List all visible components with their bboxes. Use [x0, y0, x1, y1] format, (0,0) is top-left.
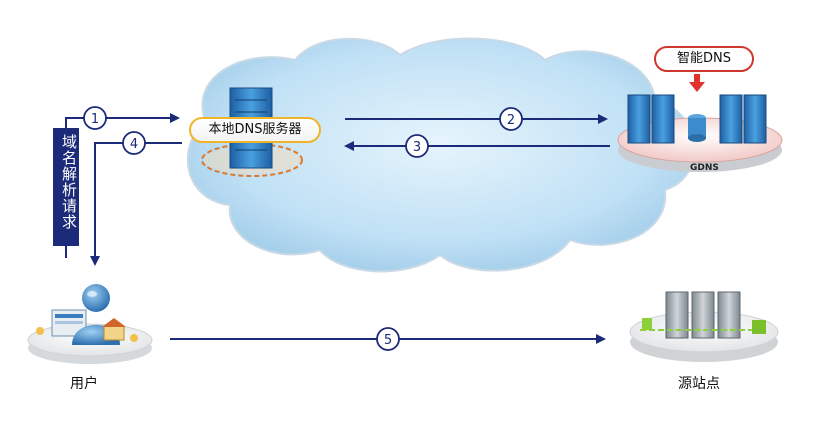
step-5-marker: 5: [376, 327, 400, 351]
origin-label: 源站点: [678, 376, 720, 392]
local-dns-label: 本地DNS服务器: [189, 117, 321, 143]
svg-text:2: 2: [507, 113, 515, 128]
step-4-marker: 4: [122, 131, 146, 155]
arrow-step-4: [94, 142, 182, 258]
svg-text:4: 4: [130, 137, 138, 152]
smart-dns-label: 智能DNS: [654, 46, 754, 72]
step-1-marker: 1: [83, 106, 107, 130]
domain-request-box: 域名解析请求: [53, 128, 79, 246]
svg-text:5: 5: [384, 333, 392, 348]
step-3-marker: 3: [405, 134, 429, 158]
user-label: 用户: [70, 376, 98, 392]
arrow-step-1: [65, 117, 172, 258]
arrowheads: [90, 113, 608, 344]
svg-text:3: 3: [413, 140, 421, 155]
origin-servers-icon: [629, 291, 779, 362]
step-2-marker: 2: [499, 107, 523, 131]
gdns-servers-icon: [617, 74, 783, 172]
domain-request-label: 域名解析请求: [60, 134, 78, 230]
svg-text:1: 1: [91, 112, 99, 127]
user-icon: [27, 284, 153, 364]
cloud-icon: [186, 37, 696, 273]
step-markers: 1 2 3 4 5: [83, 106, 523, 351]
gdns-label: GDNS: [690, 163, 719, 173]
